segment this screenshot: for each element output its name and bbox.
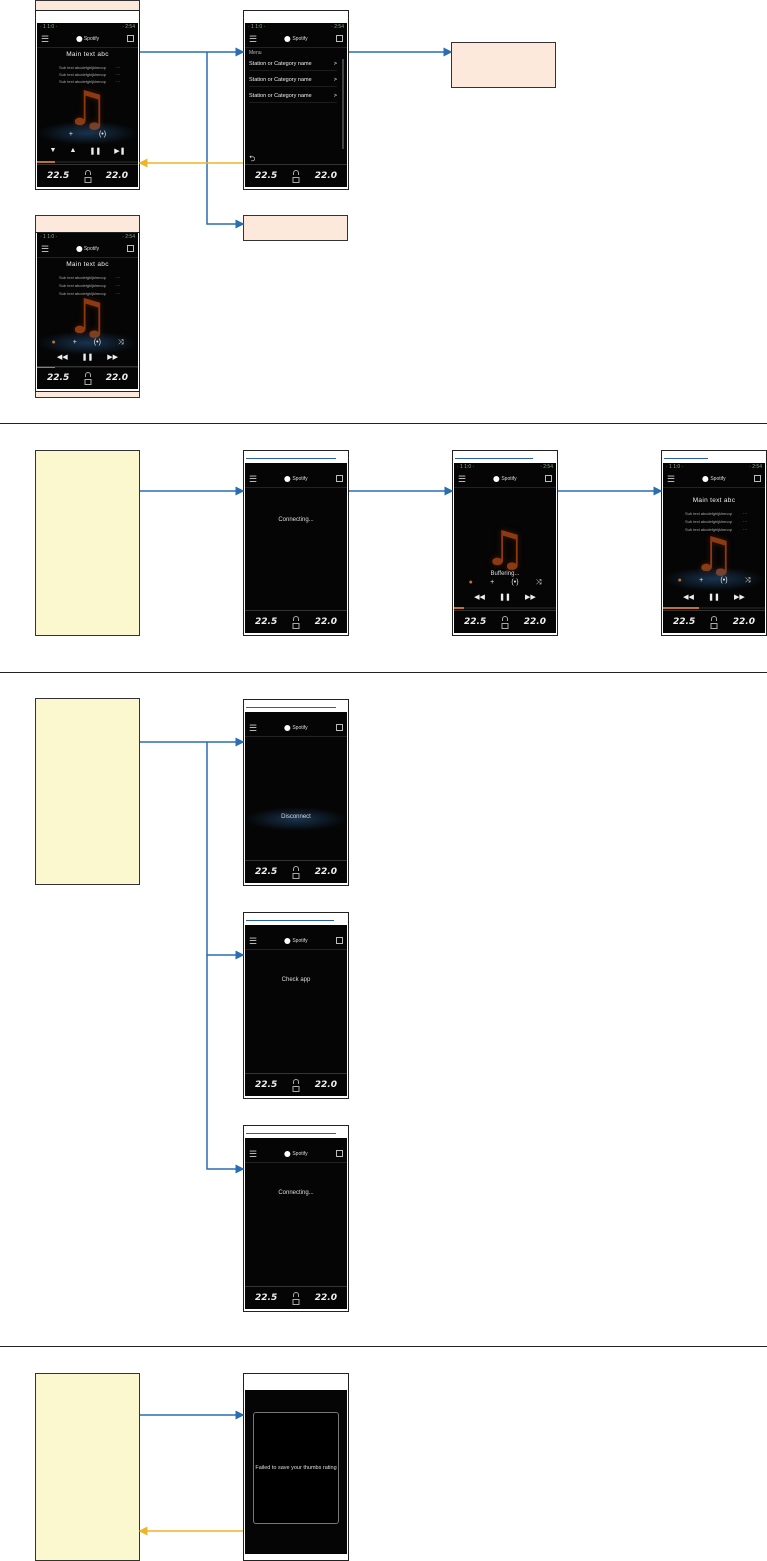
arrow-to-connecting-2: [207, 955, 243, 1169]
arrow-to-note-below-menu: [207, 52, 243, 224]
arrow-to-check-app: [207, 742, 243, 955]
